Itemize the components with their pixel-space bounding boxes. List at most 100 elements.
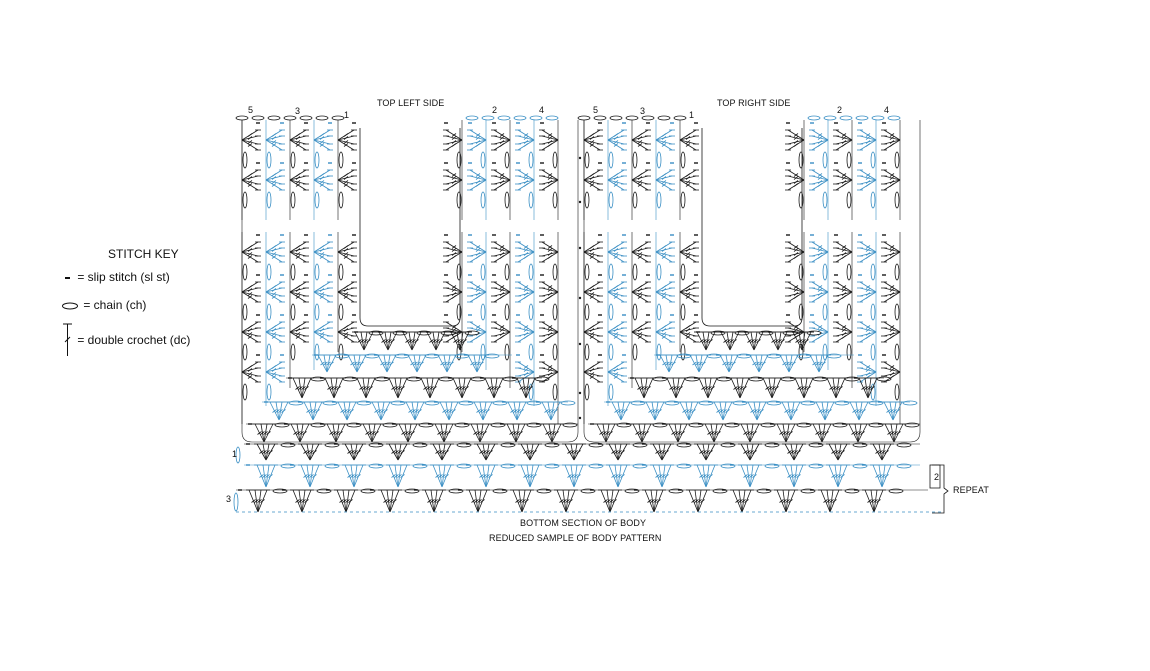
double-crochet-stitch bbox=[661, 133, 667, 137]
double-crochet-stitch bbox=[562, 499, 567, 503]
double-crochet-stitch bbox=[865, 328, 871, 332]
double-crochet-stitch bbox=[319, 140, 325, 144]
double-crochet-stitch bbox=[779, 431, 784, 435]
double-crochet-stitch bbox=[343, 252, 349, 256]
double-crochet-stitch bbox=[743, 431, 748, 435]
double-crochet-stitch bbox=[451, 288, 457, 292]
double-crochet-stitch bbox=[606, 499, 611, 503]
double-crochet-stitch bbox=[271, 245, 277, 249]
double-crochet-stitch bbox=[613, 140, 619, 144]
double-crochet-stitch bbox=[793, 288, 799, 292]
chain-stitch bbox=[251, 115, 265, 121]
chain-stitch bbox=[732, 400, 748, 406]
chain-stitch bbox=[480, 303, 486, 321]
double-crochet-stitch bbox=[343, 288, 349, 292]
double-crochet-stitch bbox=[384, 339, 389, 343]
chain-stitch bbox=[887, 115, 901, 121]
chain-stitch bbox=[822, 263, 828, 281]
double-crochet-stitch bbox=[793, 285, 799, 289]
double-crochet-stitch bbox=[817, 255, 823, 259]
chain-stitch bbox=[844, 488, 860, 494]
double-crochet-stitch bbox=[661, 173, 667, 177]
double-crochet-stitch bbox=[365, 431, 370, 435]
double-crochet-stitch bbox=[488, 450, 493, 454]
double-crochet-stitch bbox=[889, 183, 895, 187]
double-crochet-stitch bbox=[889, 136, 895, 140]
double-crochet-stitch bbox=[476, 361, 481, 366]
double-crochet-stitch bbox=[685, 328, 691, 332]
double-crochet-stitch bbox=[445, 409, 450, 413]
double-crochet-stitch bbox=[262, 450, 267, 454]
double-crochet-stitch bbox=[319, 292, 325, 296]
chain-stitch bbox=[544, 463, 560, 469]
panel-outer-edge bbox=[583, 120, 921, 443]
double-crochet-stitch bbox=[785, 499, 790, 503]
double-crochet-stitch bbox=[547, 325, 553, 329]
double-crochet-stitch bbox=[674, 431, 679, 435]
double-crochet-stitch bbox=[295, 386, 300, 390]
double-crochet-stitch bbox=[841, 328, 847, 332]
double-crochet-stitch bbox=[271, 372, 277, 376]
chain-stitch bbox=[528, 191, 534, 209]
double-crochet-stitch bbox=[462, 339, 467, 343]
top-right-side-title: TOP RIGHT SIDE bbox=[717, 98, 791, 108]
double-crochet-stitch bbox=[829, 499, 834, 503]
double-crochet-stitch bbox=[661, 325, 667, 329]
chain-stitch bbox=[632, 463, 648, 469]
double-crochet-stitch bbox=[620, 450, 625, 454]
double-crochet-stitch bbox=[841, 140, 847, 144]
double-crochet-stitch bbox=[353, 450, 358, 454]
chain-stitch bbox=[760, 422, 776, 428]
double-crochet-stitch bbox=[271, 365, 277, 369]
double-crochet-stitch bbox=[865, 136, 871, 140]
double-crochet-stitch bbox=[867, 386, 872, 390]
double-crochet-stitch bbox=[793, 140, 799, 144]
chain-stitch bbox=[780, 376, 796, 382]
double-crochet-stitch bbox=[295, 140, 301, 144]
double-crochet-stitch bbox=[756, 409, 761, 413]
double-crochet-stitch bbox=[699, 450, 704, 454]
double-crochet-stitch bbox=[477, 499, 482, 503]
double-crochet-stitch bbox=[780, 339, 785, 343]
double-crochet-stitch bbox=[682, 409, 687, 413]
double-crochet-stitch bbox=[841, 295, 847, 299]
double-crochet-stitch bbox=[669, 386, 674, 390]
double-crochet-stitch bbox=[831, 450, 836, 454]
chain-stitch bbox=[748, 376, 764, 382]
double-crochet-stitch bbox=[271, 375, 277, 379]
double-crochet-stitch bbox=[648, 409, 653, 413]
chain-stitch bbox=[242, 191, 248, 209]
slip-stitch-icon bbox=[65, 276, 70, 279]
double-crochet-stitch bbox=[451, 409, 456, 413]
double-crochet-stitch bbox=[602, 431, 607, 435]
chain-stitch bbox=[266, 303, 272, 321]
double-crochet-stitch bbox=[865, 288, 871, 292]
double-crochet-stitch bbox=[319, 180, 325, 184]
chain-stitch bbox=[470, 376, 486, 382]
chain-stitch bbox=[724, 422, 740, 428]
chain-stitch bbox=[676, 442, 692, 448]
double-crochet-stitch bbox=[339, 499, 344, 503]
double-crochet-stitch bbox=[889, 295, 895, 299]
double-crochet-stitch bbox=[685, 288, 691, 292]
double-crochet-stitch bbox=[251, 499, 256, 503]
double-crochet-stitch bbox=[613, 133, 619, 137]
double-crochet-stitch bbox=[722, 409, 727, 413]
double-crochet-stitch bbox=[295, 183, 301, 187]
double-crochet-stitch bbox=[247, 176, 253, 180]
double-crochet-stitch bbox=[613, 285, 619, 289]
double-crochet-stitch bbox=[271, 328, 277, 332]
chain-stitch bbox=[676, 353, 692, 359]
double-crochet-stitch bbox=[499, 245, 505, 249]
double-crochet-stitch bbox=[345, 499, 350, 503]
double-crochet-stitch bbox=[614, 409, 619, 413]
chain-stitch bbox=[438, 376, 454, 382]
double-crochet-stitch bbox=[771, 386, 776, 390]
double-crochet-stitch bbox=[451, 180, 457, 184]
double-crochet-stitch bbox=[704, 386, 709, 390]
double-crochet-stitch bbox=[576, 474, 581, 478]
chain-stitch bbox=[608, 151, 614, 169]
double-crochet-stitch bbox=[841, 285, 847, 289]
double-crochet-stitch bbox=[400, 450, 405, 454]
double-crochet-stitch bbox=[516, 409, 521, 413]
